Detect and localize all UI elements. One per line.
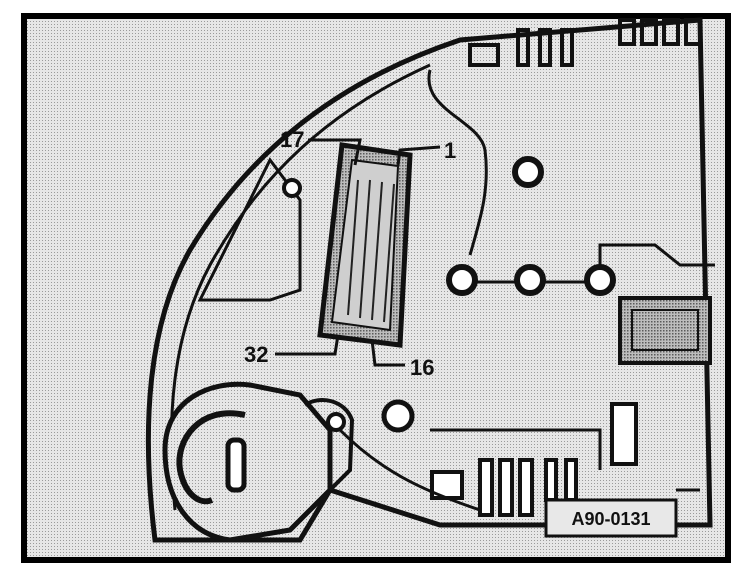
mounting-hole-row [446,264,616,296]
leader-16 [370,339,405,367]
housing-panel [197,157,302,302]
top-slot-row [468,18,702,67]
figure-reference-box: A90-0131 [544,498,678,538]
label-pin-1: 1 [444,138,456,163]
upper-mounting-hole [512,156,544,188]
main-connector-32-pin [317,142,413,348]
figure-reference-label: A90-0131 [571,509,650,529]
leader-1 [396,145,441,166]
label-pin-16: 16 [410,355,434,380]
label-pin-17: 17 [280,127,304,152]
leader-lines [275,138,441,367]
leader-17 [308,138,362,166]
lower-trace [430,428,602,470]
right-connector-block [618,296,712,365]
label-pin-32: 32 [244,342,268,367]
screw-hole-left [282,178,302,198]
leader-32 [275,334,340,356]
gauge-motor [162,381,355,543]
circuit-trace [460,243,715,284]
wire-trace [427,69,488,256]
bottom-slot-row [430,458,578,517]
right-component [610,402,638,466]
screw-hole-lower [381,399,415,433]
motor-lead [338,428,481,512]
